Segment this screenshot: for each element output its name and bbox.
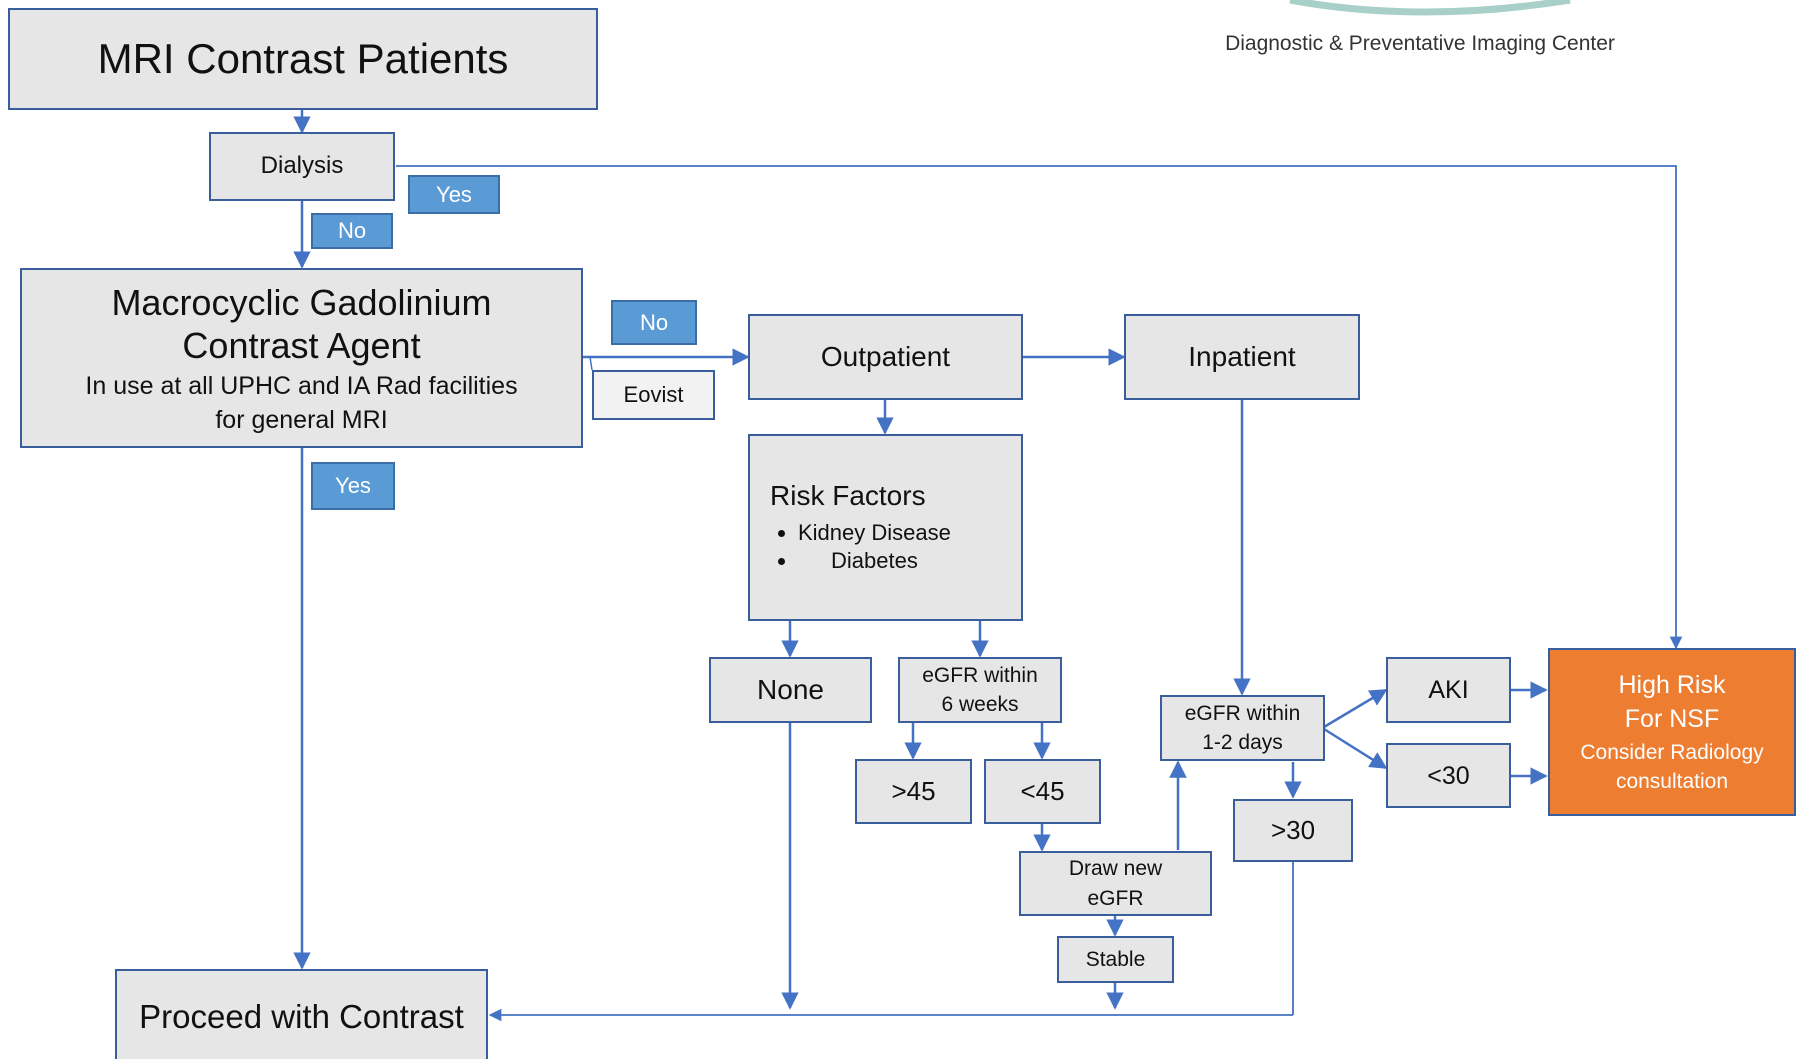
- edge-label-dialysis-yes: Yes: [408, 175, 500, 214]
- node-none-label: None: [757, 674, 824, 706]
- risk-factor-item: Kidney Disease: [798, 519, 951, 548]
- node-high-risk-nsf: High Risk For NSF Consider Radiology con…: [1548, 648, 1796, 816]
- node-outpatient-label: Outpatient: [820, 341, 951, 373]
- edge-eovist: [589, 356, 593, 371]
- edge-label-dialysis-no-text: No: [337, 218, 367, 243]
- node-risk-factors-title: Risk Factors: [770, 480, 926, 512]
- risk-factors-list: Kidney Disease Diabetes: [770, 519, 951, 576]
- node-aki: AKI: [1386, 657, 1511, 723]
- edge-label-dialysis-no: No: [311, 213, 393, 249]
- node-inpatient-label: Inpatient: [1188, 341, 1296, 373]
- node-draw-new-line2: eGFR: [1087, 886, 1144, 910]
- edge-label-macro-no: No: [611, 300, 697, 345]
- node-high-risk-line1: High Risk: [1618, 670, 1726, 699]
- node-proceed-label: Proceed with Contrast: [139, 998, 464, 1035]
- node-egfr-6w-line1: eGFR within: [922, 663, 1038, 687]
- edge-dialysis-highrisk: [396, 165, 1683, 650]
- node-stable: Stable: [1057, 936, 1174, 983]
- node-draw-new-egfr: Draw new eGFR: [1019, 851, 1212, 916]
- node-egfr-12d-line2: 1-2 days: [1202, 731, 1283, 754]
- node-aki-label: AKI: [1428, 676, 1469, 704]
- node-mri-contrast-patients: MRI Contrast Patients: [8, 8, 598, 110]
- edge-egfr12d-lt30: [1323, 727, 1388, 770]
- node-macrocyclic-sub-2: for general MRI: [215, 406, 388, 435]
- node-high-risk-line2: For NSF: [1624, 704, 1720, 733]
- edge-label-dialysis-yes-text: Yes: [436, 181, 472, 207]
- node-risk-factors: Risk Factors Kidney Disease Diabetes: [748, 434, 1023, 621]
- node-proceed-with-contrast: Proceed with Contrast: [115, 969, 488, 1059]
- node-egfr-12d-line1: eGFR within: [1184, 701, 1301, 725]
- node-dialysis: Dialysis: [209, 132, 395, 201]
- node-mri-contrast-patients-label: MRI Contrast Patients: [97, 34, 509, 82]
- node-inpatient: Inpatient: [1124, 314, 1360, 400]
- node-gt45-label: >45: [891, 775, 936, 806]
- node-lt45-label: <45: [1020, 775, 1065, 806]
- logo-caption: Diagnostic & Preventative Imaging Center: [1225, 32, 1615, 55]
- node-macrocyclic-sub-1: In use at all UPHC and IA Rad facilities: [85, 372, 518, 401]
- node-eovist-label: Eovist: [623, 381, 684, 407]
- edge-label-macro-no-text: No: [639, 309, 669, 335]
- node-lt30: <30: [1386, 743, 1511, 808]
- risk-factor-item: Diabetes: [798, 547, 951, 576]
- node-lt30-label: <30: [1427, 761, 1470, 790]
- edge-label-macro-yes: Yes: [311, 462, 395, 510]
- node-gt30-label: >30: [1270, 814, 1316, 845]
- node-macrocyclic-title-2: Contrast Agent: [182, 325, 421, 366]
- node-eovist: Eovist: [592, 370, 715, 420]
- node-macrocyclic-title-1: Macrocyclic Gadolinium: [111, 281, 492, 323]
- logo-arc-icon: [1289, 0, 1571, 16]
- node-egfr-6-weeks: eGFR within 6 weeks: [898, 657, 1062, 723]
- node-gt30: >30: [1233, 799, 1353, 862]
- node-macrocyclic-agent: Macrocyclic Gadolinium Contrast Agent In…: [20, 268, 583, 448]
- node-outpatient: Outpatient: [748, 314, 1023, 400]
- node-draw-new-line1: Draw new: [1068, 857, 1163, 881]
- node-high-risk-line3: Consider Radiology: [1580, 740, 1764, 764]
- node-none: None: [709, 657, 872, 723]
- node-lt45: <45: [984, 759, 1101, 824]
- node-egfr-6w-line2: 6 weeks: [941, 693, 1019, 716]
- edge-egfr12d-aki: [1323, 688, 1388, 729]
- edge-label-macro-yes-text: Yes: [335, 473, 371, 498]
- node-gt45: >45: [855, 759, 972, 824]
- node-dialysis-label: Dialysis: [260, 152, 344, 180]
- node-high-risk-line4: consultation: [1615, 770, 1729, 793]
- node-egfr-1-2-days: eGFR within 1-2 days: [1160, 695, 1325, 761]
- node-stable-label: Stable: [1085, 947, 1146, 971]
